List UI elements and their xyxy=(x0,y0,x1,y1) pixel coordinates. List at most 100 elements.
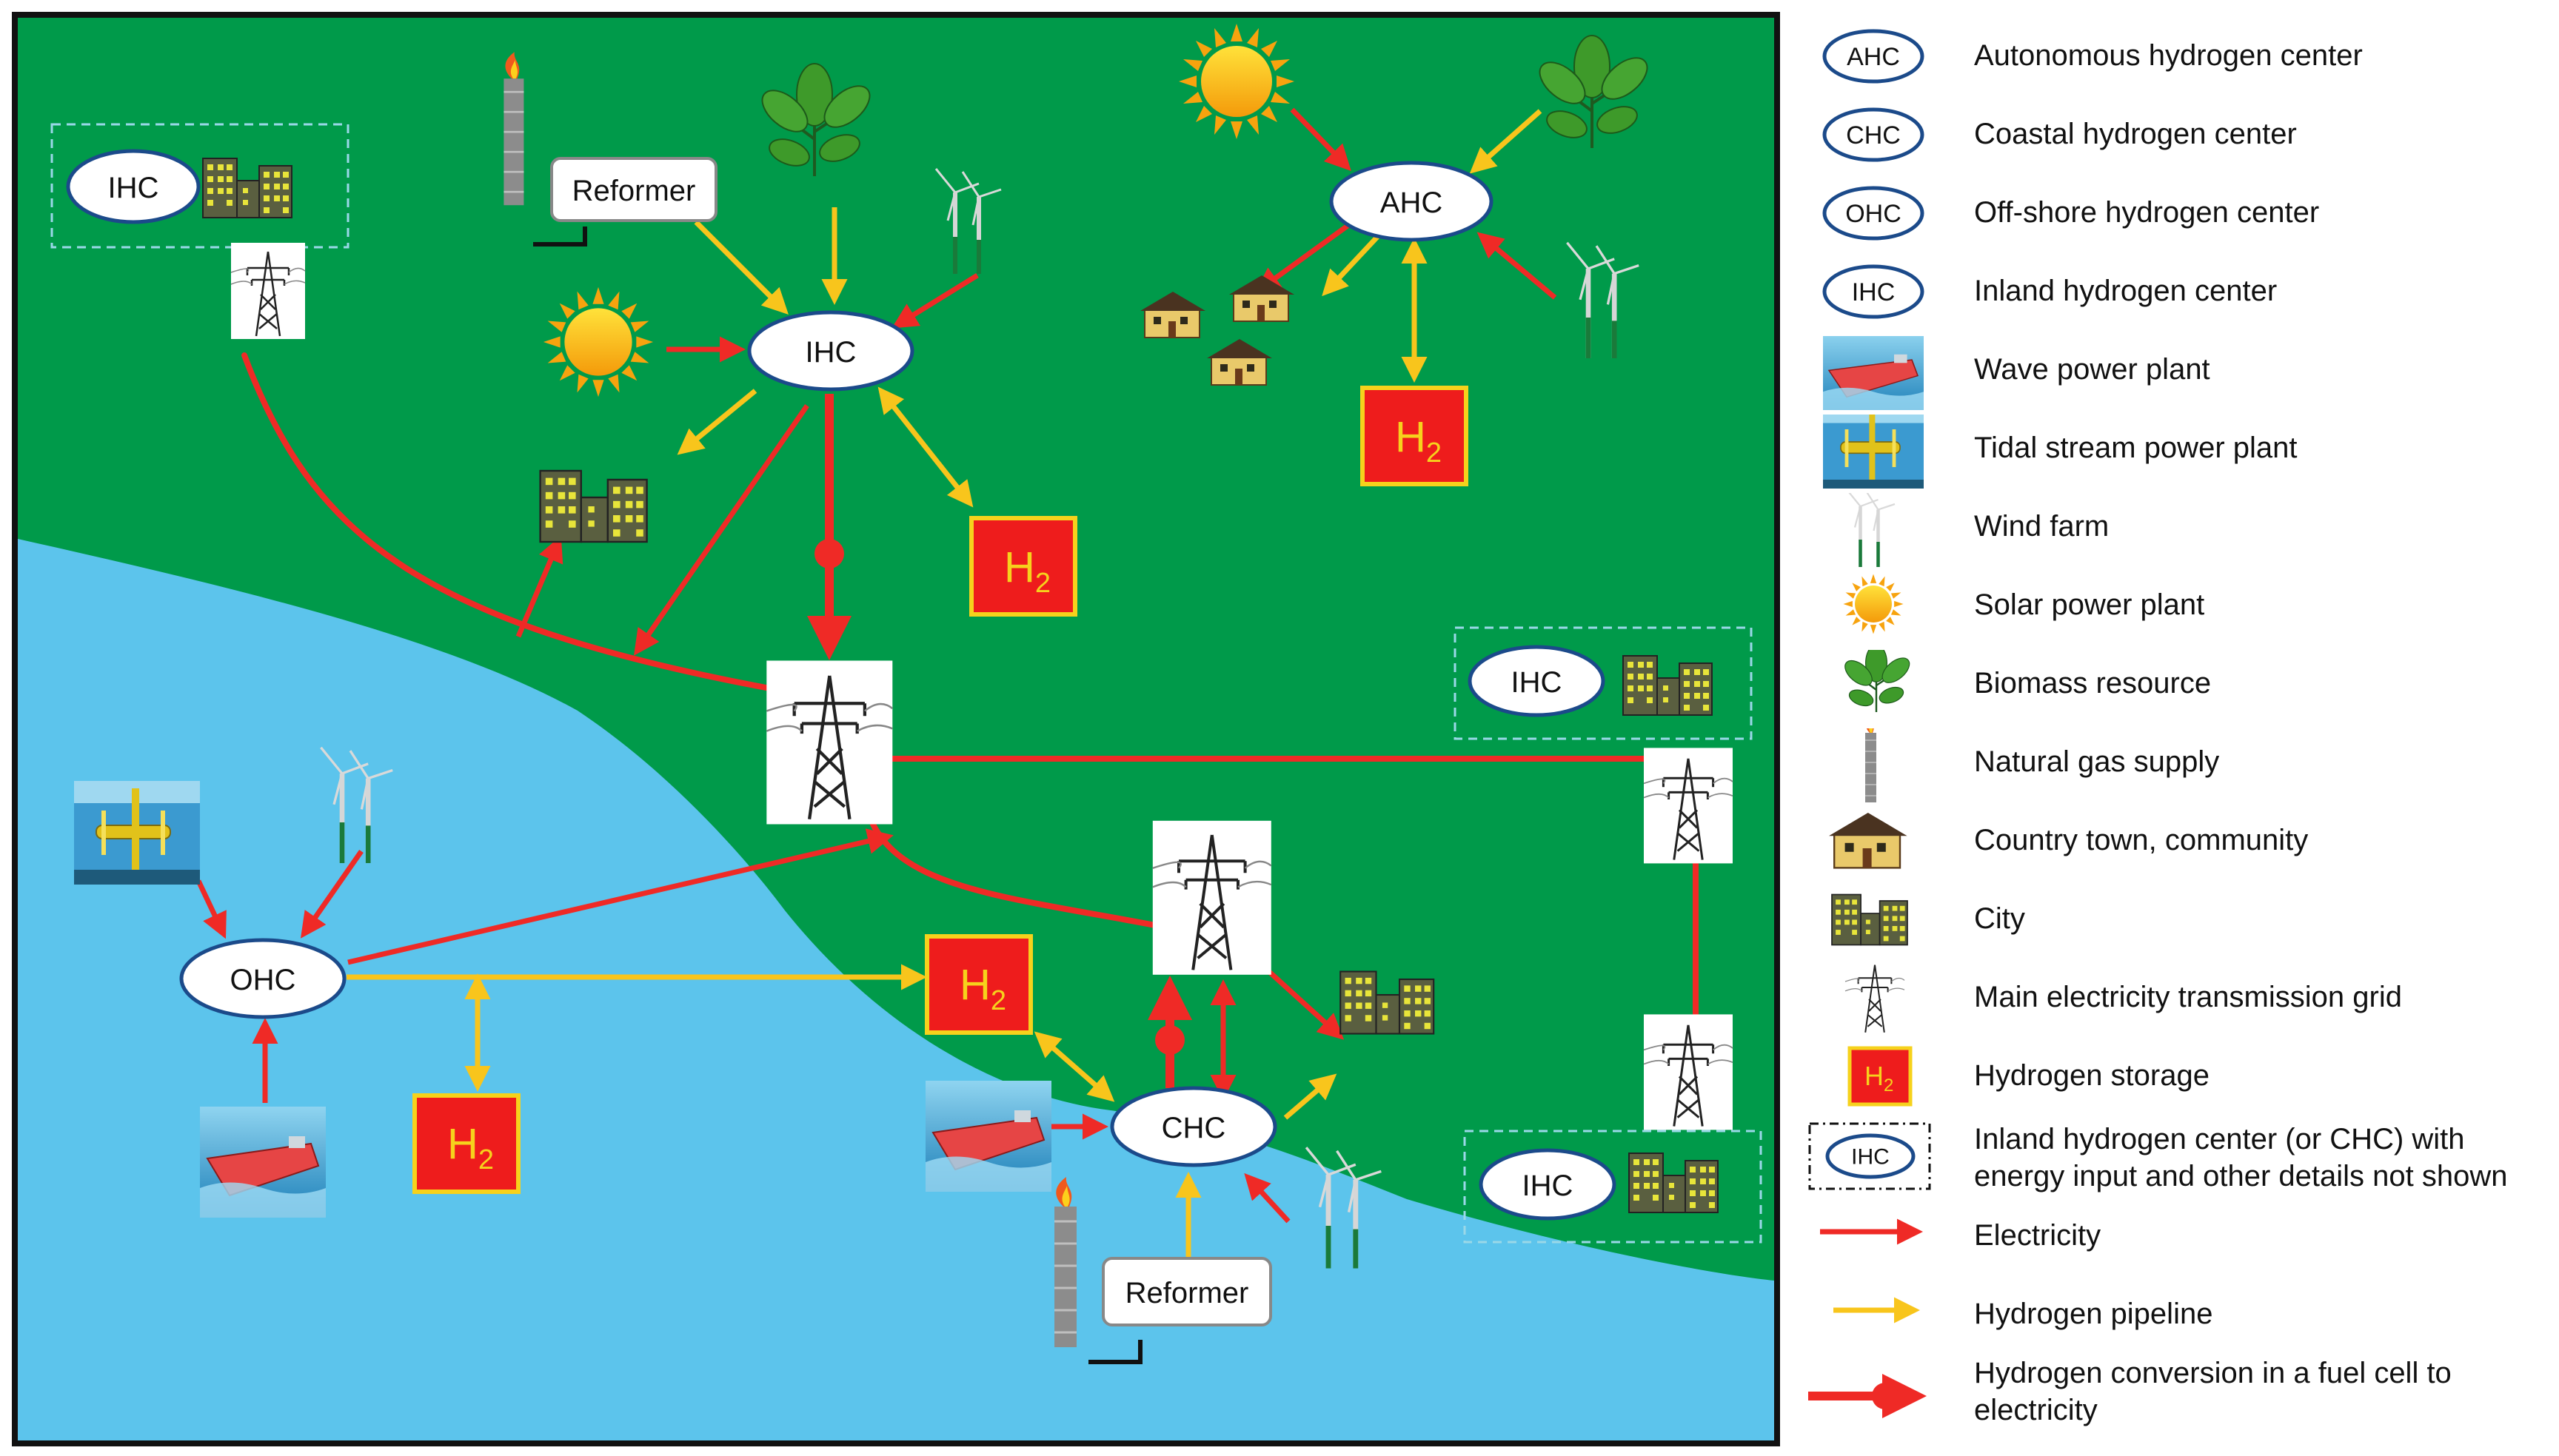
h2-ahc-to-houses xyxy=(1322,233,1381,297)
ihc-boxed-symbol-icon: IHC xyxy=(1808,1122,1931,1190)
hydrogen-network-diagram: IHC IHC AHC IHC IHC OHC CHC Reformer Ref… xyxy=(12,12,1780,1446)
legend-label: Natural gas supply xyxy=(1974,745,2220,778)
legend-item-pipeline: Hydrogen pipeline xyxy=(1807,1281,2555,1355)
tidal-plant-icon xyxy=(74,781,200,885)
fuelcell-arrow-icon xyxy=(1808,1374,1927,1418)
legend-label: Hydrogen conversion in a fuel cell to el… xyxy=(1974,1357,2452,1426)
fuelcell-dot-ihc xyxy=(814,539,844,568)
ihc-group-frame-right-lower xyxy=(1463,1130,1762,1244)
legend-item-storage: H2 Hydrogen storage xyxy=(1807,1042,2555,1116)
legend-item-wave: Wave power plant xyxy=(1807,336,2555,410)
legend-item-wind: Wind farm xyxy=(1807,493,2555,567)
hydrogen-pipeline-arrow-icon xyxy=(1833,1297,1920,1324)
svg-text:H2: H2 xyxy=(1864,1061,1893,1096)
h2-ihc-storage xyxy=(877,386,974,508)
elec-ihc-to-grid-left xyxy=(634,404,809,656)
legend-item-town: Country town, community xyxy=(1807,807,2555,881)
reformer-box-top xyxy=(550,157,717,222)
hydrogen-storage-icon: H2 xyxy=(1847,1046,1913,1107)
elec-wind-to-ihc xyxy=(892,273,979,329)
elec-wind-to-ahc xyxy=(1476,232,1557,300)
ohc-symbol-icon: OHC xyxy=(1822,186,1924,241)
chc-symbol-icon: CHC xyxy=(1822,107,1924,162)
electricity-arrow-icon xyxy=(1820,1218,1923,1245)
node-ihc-right-lower xyxy=(1479,1148,1616,1221)
legend-label: Electricity xyxy=(1974,1219,2101,1252)
ihc-symbol-icon: IHC xyxy=(1822,264,1924,319)
h2-label: H2 xyxy=(1004,543,1051,599)
node-ihc-top-left xyxy=(66,149,201,224)
elec-wind-to-chc xyxy=(1244,1172,1291,1224)
legend: AHC Autonomous hydrogen center CHC Coast… xyxy=(1807,22,2555,1443)
legend-label: Inland hydrogen center xyxy=(1974,275,2278,307)
legend-item-city: City xyxy=(1807,885,2555,959)
sun-icon xyxy=(1179,24,1294,139)
biomass-icon xyxy=(1839,650,1915,714)
label-ihc-right-lower: IHC xyxy=(1522,1170,1573,1202)
city-icon xyxy=(1831,893,1908,946)
legend-item-electricity: Electricity xyxy=(1807,1202,2555,1276)
label-chc: CHC xyxy=(1162,1112,1226,1144)
wind-turbine-icon xyxy=(1844,493,1896,567)
h2-label: H2 xyxy=(447,1120,494,1175)
legend-item-grid: Main electricity transmission grid xyxy=(1807,964,2555,1038)
elec-sun-to-ahc xyxy=(1290,107,1351,172)
house-icon xyxy=(1827,811,1908,869)
legend-label: Main electricity transmission grid xyxy=(1974,981,2402,1013)
legend-label: Solar power plant xyxy=(1974,588,2205,621)
grid-pylon-center xyxy=(766,661,892,825)
grid-line-topleft-to-center xyxy=(241,352,773,691)
reformer-box-bottom xyxy=(1102,1257,1272,1326)
h2-chc-to-city xyxy=(1283,1073,1337,1120)
sun-icon xyxy=(543,286,654,397)
h2-label: H2 xyxy=(1395,413,1442,469)
legend-item-biomass: Biomass resource xyxy=(1807,650,2555,724)
svg-text:CHC: CHC xyxy=(1846,121,1901,150)
sea-area xyxy=(18,539,1774,1440)
legend-item-tidal: Tidal stream power plant xyxy=(1807,415,2555,489)
node-ohc xyxy=(179,938,347,1019)
legend-item-gas: Natural gas supply xyxy=(1807,728,2555,802)
legend-label: Autonomous hydrogen center xyxy=(1974,39,2363,72)
legend-item-chc: CHC Coastal hydrogen center xyxy=(1807,101,2555,175)
legend-item-ihc-boxed: IHC Inland hydrogen center (or CHC) with… xyxy=(1807,1121,2555,1195)
gas-chimney-icon xyxy=(1864,728,1877,802)
h2-storage-to-chc xyxy=(1034,1031,1115,1102)
legend-label: Off-shore hydrogen center xyxy=(1974,196,2320,229)
svg-text:AHC: AHC xyxy=(1847,43,1900,71)
tidal-plant-icon xyxy=(1807,415,1933,489)
legend-label: Inland hydrogen center (or CHC) with ene… xyxy=(1974,1123,2508,1192)
h2-reformer-to-ihc xyxy=(694,220,789,315)
elec-grid-to-city xyxy=(515,535,563,638)
elec-pylon-to-city xyxy=(1257,960,1345,1040)
elec-tidal-to-ohc xyxy=(195,879,227,939)
ahc-symbol-icon: AHC xyxy=(1822,29,1924,84)
legend-item-solar: Solar power plant xyxy=(1807,571,2555,645)
label-reformer-bottom: Reformer xyxy=(1125,1277,1249,1309)
legend-label: City xyxy=(1974,902,2025,935)
h2-label: H2 xyxy=(960,961,1006,1016)
legend-label: Hydrogen storage xyxy=(1974,1059,2210,1092)
wave-plant-icon xyxy=(199,1106,327,1218)
legend-label: Wind farm xyxy=(1974,510,2110,543)
ihc-group-frame-right-upper xyxy=(1454,626,1753,740)
node-ahc xyxy=(1329,161,1493,242)
legend-item-ahc: AHC Autonomous hydrogen center xyxy=(1807,22,2555,96)
pylon-icon xyxy=(1844,964,1906,1036)
legend-label: Hydrogen pipeline xyxy=(1974,1298,2213,1330)
legend-label: Country town, community xyxy=(1974,824,2309,856)
pylon-icon xyxy=(230,241,307,340)
label-reformer-top: Reformer xyxy=(572,175,696,207)
wave-plant-icon xyxy=(925,1080,1052,1192)
svg-text:OHC: OHC xyxy=(1845,200,1901,228)
elec-wind-to-ohc xyxy=(300,849,364,939)
legend-label: Biomass resource xyxy=(1974,667,2212,700)
legend-label: Wave power plant xyxy=(1974,353,2210,386)
sun-icon xyxy=(1843,574,1904,634)
h2-ihc-to-city xyxy=(677,389,757,455)
wave-plant-icon xyxy=(1822,336,1924,410)
legend-item-fuelcell: Hydrogen conversion in a fuel cell to el… xyxy=(1807,1355,2555,1429)
grid-pylon-chc xyxy=(1153,821,1271,975)
elec-ahc-to-houses xyxy=(1254,224,1350,294)
label-ohc: OHC xyxy=(230,964,296,996)
